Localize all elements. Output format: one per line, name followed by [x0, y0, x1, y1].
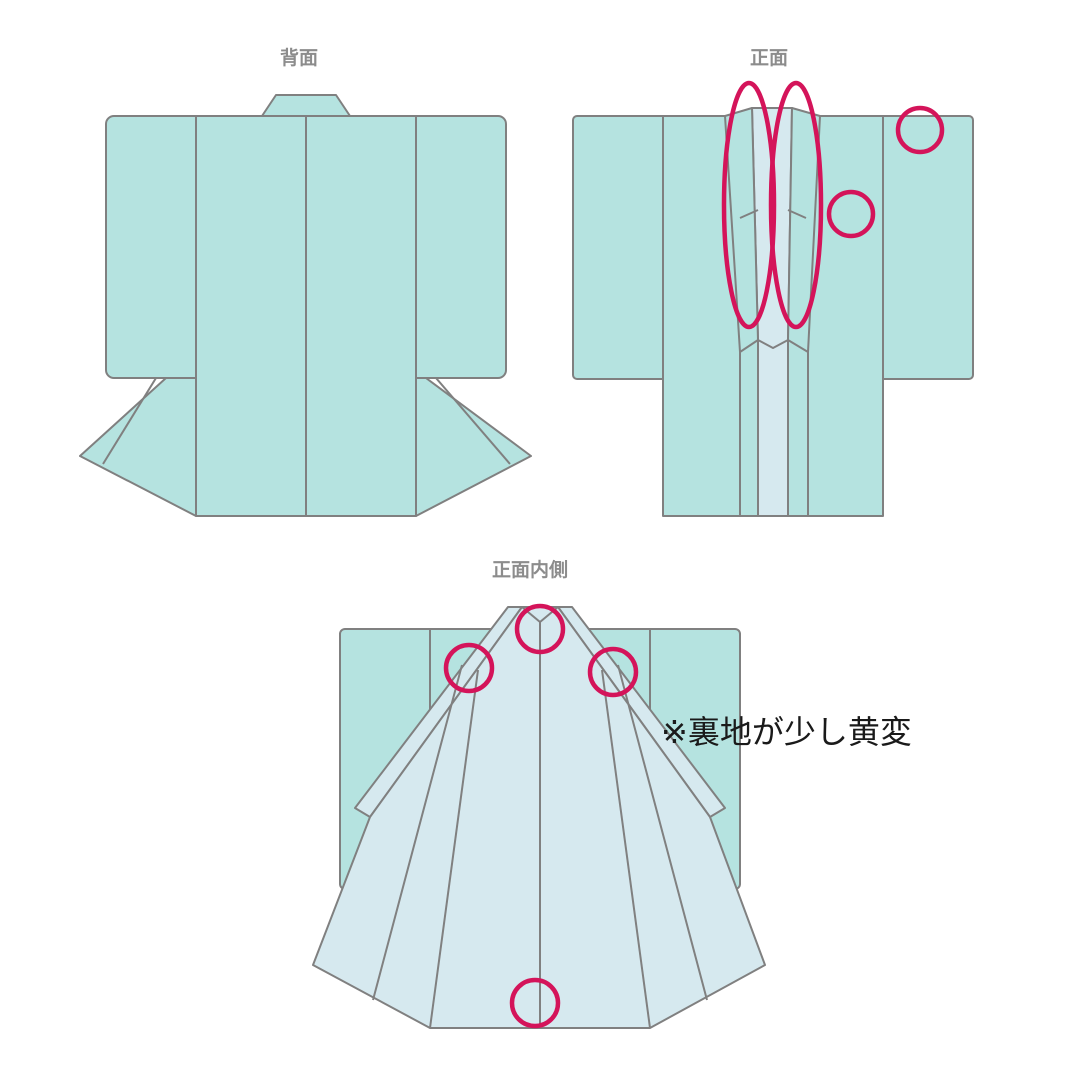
- front-lapel-left: [724, 107, 759, 353]
- back-collar: [261, 94, 351, 117]
- front-lapel-fold-left: [739, 209, 759, 219]
- damage-markers: [443, 80, 945, 1029]
- front-view-label: 正面: [750, 47, 789, 69]
- marker-inner-collar-right: [587, 646, 639, 698]
- inner-view: [312, 606, 766, 1029]
- marker-inner-collar-left: [443, 642, 495, 694]
- inner-okumi-line-right: [617, 664, 708, 1001]
- lining-yellowing-note: ※裏地が少し黄変: [661, 713, 912, 751]
- back-view-label: 背面: [280, 47, 319, 69]
- back-view: [79, 94, 532, 517]
- inner-okumi-line-left: [372, 664, 463, 1001]
- marker-front-collar-right: [768, 80, 824, 330]
- back-skirt-seam-right: [435, 377, 511, 465]
- marker-front-collar-left: [721, 80, 777, 330]
- inner-view-label: 正面内側: [492, 559, 569, 581]
- marker-front-sleeve: [895, 105, 945, 155]
- marker-front-chest: [826, 189, 876, 239]
- inner-panel-line-left: [429, 669, 479, 1029]
- back-skirt-seam-left: [102, 377, 157, 465]
- front-lining-strip: [757, 339, 789, 517]
- front-lapel-fold-right: [787, 209, 807, 219]
- inner-panel-line-right: [601, 669, 651, 1029]
- marker-inner-hem: [509, 977, 561, 1029]
- marker-inner-neck: [514, 603, 566, 655]
